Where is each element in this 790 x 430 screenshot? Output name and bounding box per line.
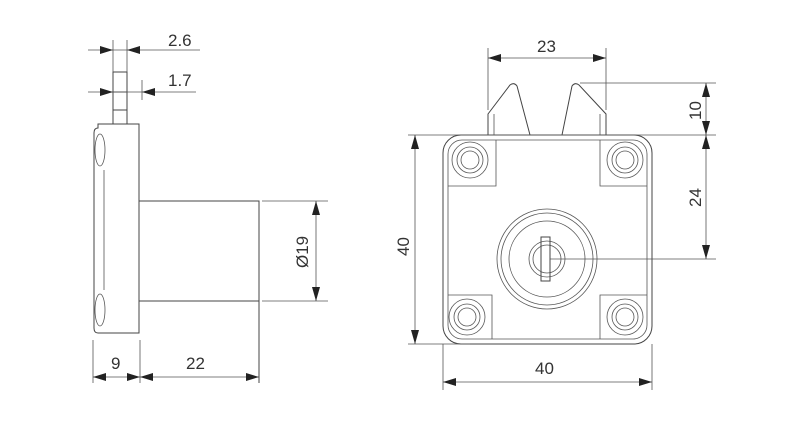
dim-barrel-diameter: Ø19 [293, 236, 312, 268]
dim-flange-depth: 9 [111, 354, 120, 373]
screw-top-left [448, 140, 497, 187]
dim-cam-width: 23 [537, 37, 556, 56]
dim-barrel-length: 22 [186, 354, 205, 373]
dim-tongue-outer: 2.6 [168, 31, 192, 50]
screw-top-right [599, 140, 647, 187]
dim-body-width: 40 [535, 359, 554, 378]
front-view: 23 10 24 40 40 [394, 37, 716, 390]
dim-tongue-inner: 1.7 [168, 71, 192, 90]
screw-bottom-right [599, 294, 647, 339]
dim-body-height: 40 [394, 237, 413, 256]
dim-cam-height: 10 [686, 101, 705, 120]
side-view: 2.6 1.7 9 22 Ø19 [88, 31, 328, 383]
dim-center-offset: 24 [686, 188, 705, 207]
screw-bottom-left [448, 294, 493, 339]
